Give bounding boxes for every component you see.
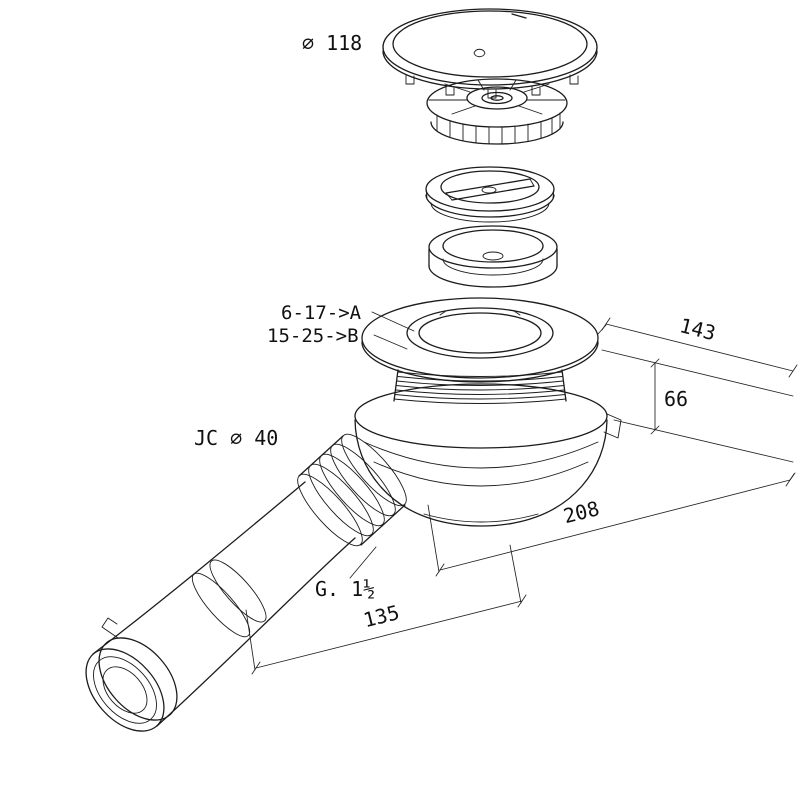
pipe-tab [101,617,119,639]
dim-208-line [439,479,791,571]
pipe-upper-edge [92,481,306,655]
pipe-joint-ring [209,559,267,623]
threaded-insert [425,166,555,223]
dim-135-extension-right [509,544,522,604]
dim-143-line [605,323,794,372]
dim-208-label: 208 [561,496,602,528]
leader-thread-size [349,546,377,579]
leader-range-a [371,311,415,332]
threaded-neck [393,369,567,404]
dim-135-line [255,600,523,669]
dimension-lines [245,311,798,675]
cap-slot [511,13,527,19]
clamping-crown [426,78,568,145]
labels: ∅ 118 6-17->A 15-25->B JC ∅ 40 G. 1½ 143… [194,31,718,632]
pipe-end-rim [98,637,178,721]
trap-body [354,383,622,527]
cover-cap [382,8,598,99]
outlet-pipe [85,433,407,732]
pipe-end-face [85,648,165,732]
label-range-a: 6-17->A [281,302,362,324]
seal-cup [428,225,558,288]
cap-logo [473,48,486,58]
swivel-nut [297,433,407,547]
leader-range-b [373,334,408,350]
label-cap-diameter: ∅ 118 [302,31,362,55]
label-outlet-code: JC ∅ 40 [194,426,278,450]
dim-135-extension-left [245,609,256,671]
dim-143-label: 143 [677,313,718,345]
pipe-lower-edge [156,537,356,727]
insert-handle-bar [445,178,531,194]
label-thread-size: G. 1½ [315,577,375,601]
label-range-b: 15-25->B [267,325,359,347]
flange-and-body [354,297,622,527]
dim-66-label: 66 [664,387,688,411]
flange-rim [361,297,599,379]
body-clip [603,413,622,439]
dim-66-extension-bottom [613,419,794,463]
dim-208-extension-left [427,504,440,573]
dim-135-label: 135 [361,600,402,632]
dim-66-extension-top [601,349,794,397]
